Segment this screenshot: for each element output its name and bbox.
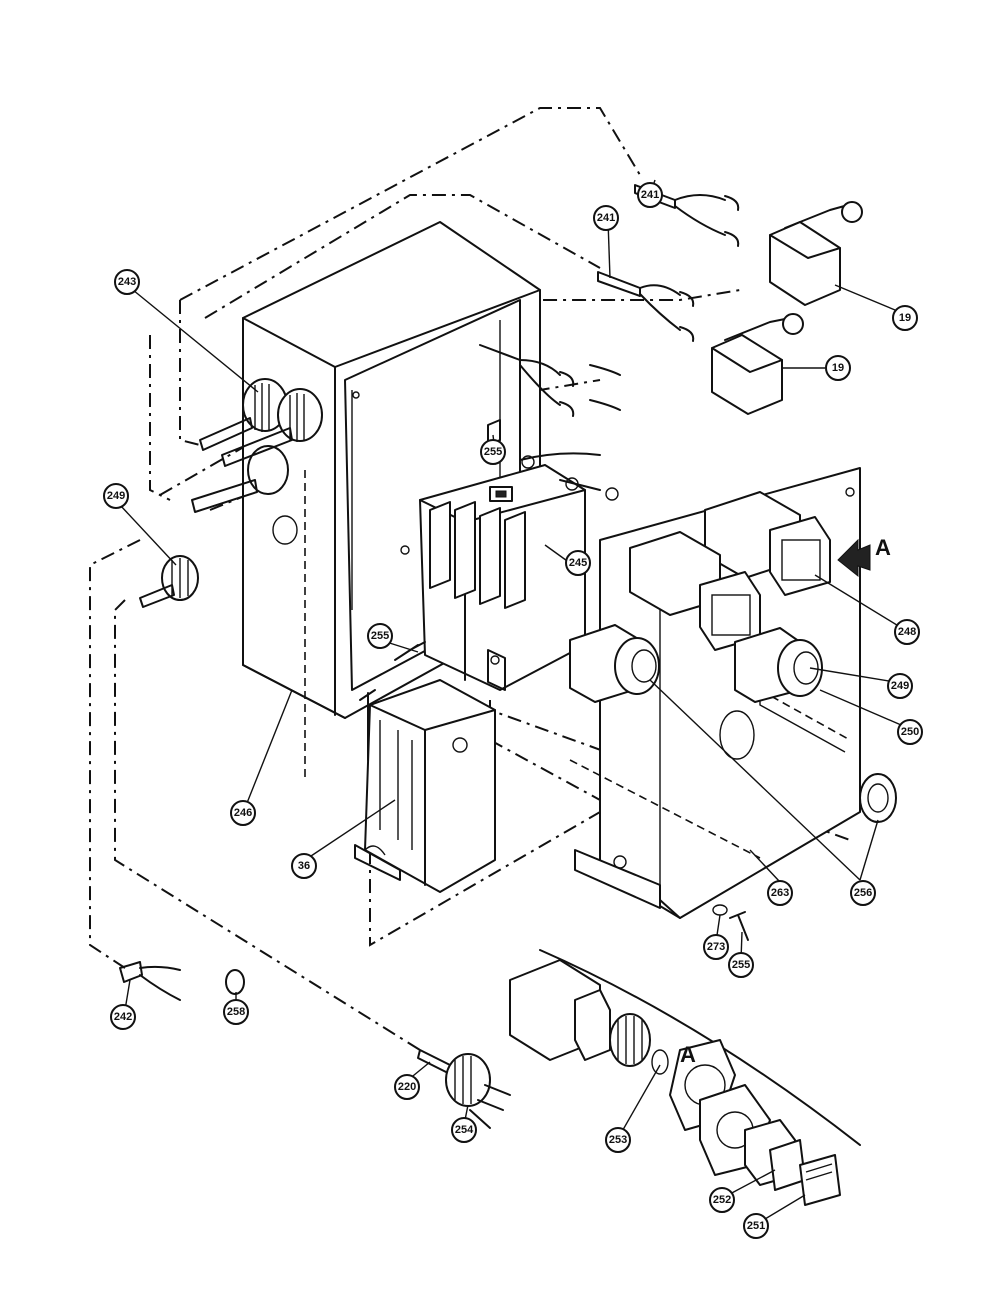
svg-text:256: 256	[854, 887, 872, 899]
svg-text:253: 253	[609, 1134, 627, 1146]
callout-255-top: 255	[480, 439, 506, 465]
limit-switches	[711, 201, 863, 415]
wire-terminals	[119, 184, 740, 1001]
callout-19-upper: 19	[892, 305, 918, 331]
svg-text:19: 19	[832, 362, 844, 374]
leader-lines	[119, 179, 909, 1223]
view-label-a: A	[875, 535, 891, 560]
callout-254: 254	[451, 1117, 477, 1143]
callout-256: 256	[850, 880, 876, 906]
svg-text:36: 36	[298, 860, 310, 872]
callout-243: 243	[114, 269, 140, 295]
svg-text:241: 241	[597, 212, 615, 224]
svg-text:258: 258	[227, 1006, 245, 1018]
svg-text:242: 242	[114, 1011, 132, 1023]
svg-text:254: 254	[455, 1124, 474, 1136]
callout-36: 36	[291, 853, 317, 879]
power-plug	[417, 1049, 511, 1129]
svg-text:220: 220	[398, 1081, 416, 1093]
svg-text:252: 252	[713, 1194, 731, 1206]
callout-252: 252	[709, 1187, 735, 1213]
contactor	[419, 464, 586, 691]
callout-242: 242	[110, 1004, 136, 1030]
callout-248: 248	[894, 619, 920, 645]
view-arrow-a: A A	[680, 535, 891, 1067]
callout-19-lower: 19	[825, 355, 851, 381]
svg-text:248: 248	[898, 626, 916, 638]
callout-249-left: 249	[103, 483, 129, 509]
svg-text:250: 250	[901, 726, 919, 738]
svg-text:245: 245	[569, 557, 587, 569]
svg-text:255: 255	[371, 630, 389, 642]
callout-253: 253	[605, 1127, 631, 1153]
svg-text:273: 273	[707, 941, 725, 953]
svg-text:249: 249	[107, 490, 125, 502]
svg-text:241: 241	[641, 189, 659, 201]
callout-251: 251	[743, 1213, 769, 1239]
svg-text:249: 249	[891, 680, 909, 692]
svg-text:255: 255	[484, 446, 502, 458]
svg-text:263: 263	[771, 887, 789, 899]
cable-grommets	[139, 378, 323, 608]
callout-241-upper: 241	[637, 182, 663, 208]
callout-250: 250	[897, 719, 923, 745]
callout-220: 220	[394, 1074, 420, 1100]
callout-258: 258	[223, 999, 249, 1025]
svg-text:251: 251	[747, 1220, 765, 1232]
callouts: 241 241 19 19 243 255 245 249 248 255 24…	[103, 182, 923, 1239]
svg-text:246: 246	[234, 807, 252, 819]
callout-255-middle: 255	[367, 623, 393, 649]
callout-273: 273	[703, 934, 729, 960]
svg-text:19: 19	[899, 312, 911, 324]
callout-249-right: 249	[887, 673, 913, 699]
callout-241-lower: 241	[593, 205, 619, 231]
detail-a-push-button	[509, 949, 861, 1206]
callout-245: 245	[565, 550, 591, 576]
detail-label-a: A	[680, 1042, 696, 1067]
relay	[354, 679, 496, 893]
callout-255-bottom: 255	[728, 952, 754, 978]
svg-text:255: 255	[732, 959, 750, 971]
callout-263: 263	[767, 880, 793, 906]
svg-text:243: 243	[118, 276, 136, 288]
callout-246: 246	[230, 800, 256, 826]
